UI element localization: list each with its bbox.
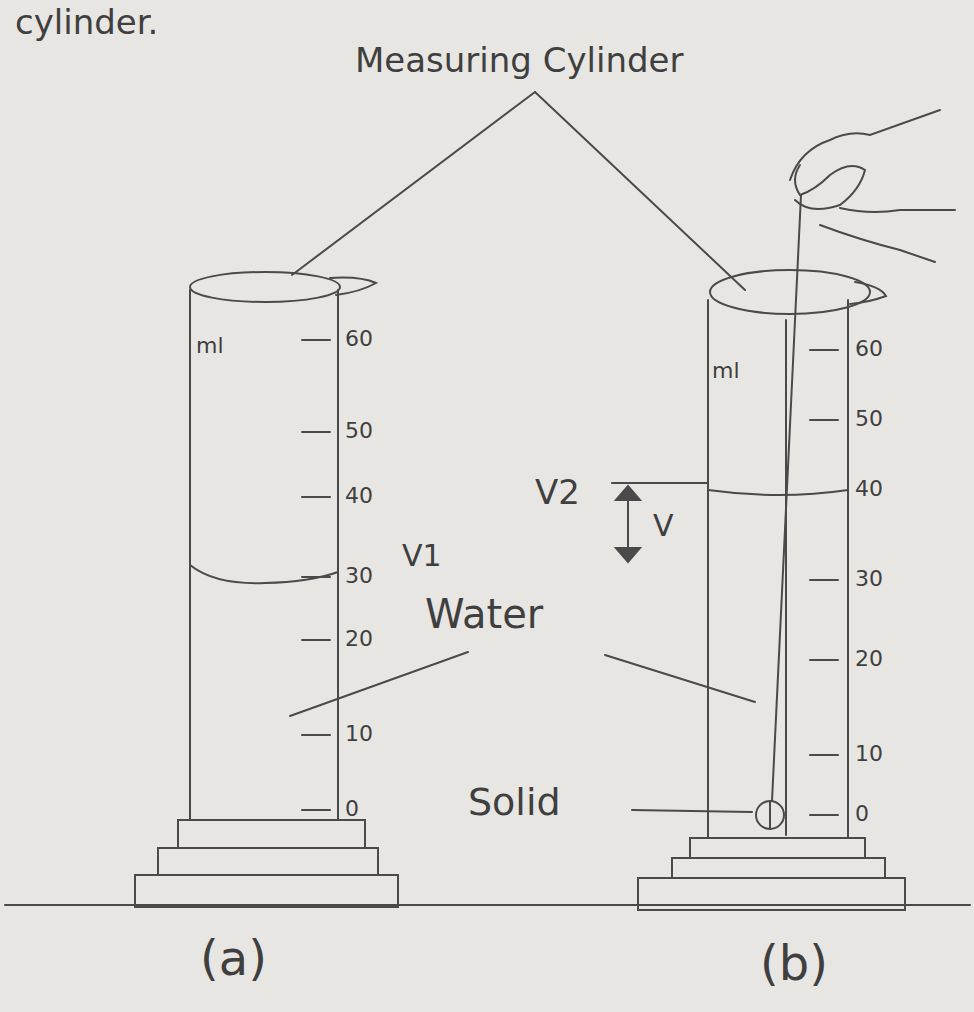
unit-label: ml	[196, 333, 224, 359]
scale-number: 60	[855, 336, 883, 362]
figure-label: (b)	[760, 935, 828, 993]
scale-number: 20	[855, 646, 883, 672]
volume-label: V2	[535, 472, 580, 513]
scale-number: 30	[345, 563, 373, 589]
scale-number: 20	[345, 626, 373, 652]
volume-label: V1	[402, 538, 442, 574]
scale-number: 50	[345, 418, 373, 444]
water-label: Water	[425, 590, 543, 638]
unit-label: ml	[712, 358, 740, 384]
cylinder-callout: Measuring Cylinder	[355, 40, 684, 81]
figure-label: (a)	[200, 930, 267, 988]
scale-number: 40	[345, 483, 373, 509]
scale-number: 60	[345, 326, 373, 352]
volume-label: V	[653, 508, 674, 544]
scale-number: 10	[345, 721, 373, 747]
scale-number: 0	[345, 796, 359, 822]
solid-label: Solid	[468, 780, 561, 826]
scale-number: 10	[855, 741, 883, 767]
page-fragment: cylinder.	[15, 2, 158, 43]
scale-number: 30	[855, 566, 883, 592]
scale-number: 50	[855, 406, 883, 432]
scale-number: 40	[855, 476, 883, 502]
scale-number: 0	[855, 801, 869, 827]
